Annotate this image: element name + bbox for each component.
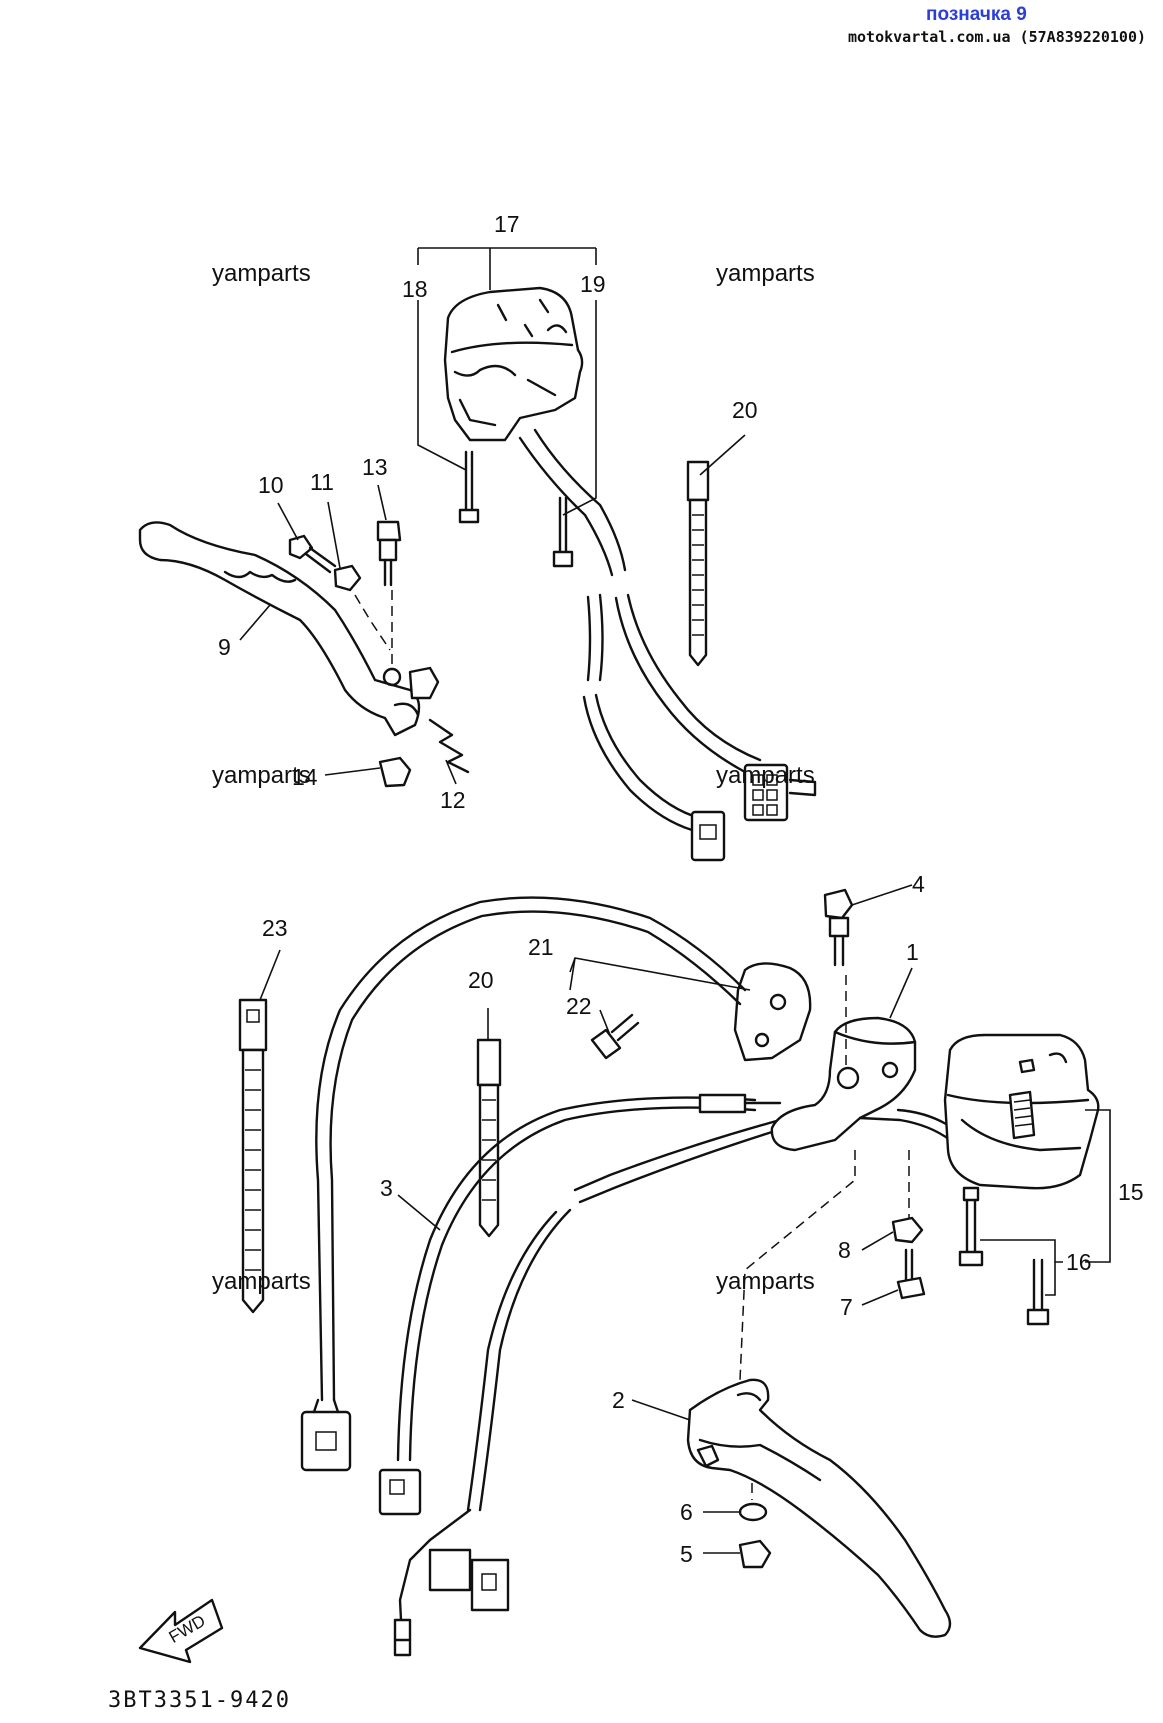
cable-tie-23 bbox=[238, 998, 268, 1314]
spring-12 bbox=[428, 718, 470, 774]
nut-11 bbox=[333, 564, 362, 592]
callout-11: 11 bbox=[310, 469, 334, 495]
switch-21 bbox=[300, 896, 812, 1472]
callout-7: 7 bbox=[840, 1294, 853, 1320]
callout-16: 16 bbox=[1066, 1249, 1092, 1275]
watermark-middle-left: yamparts bbox=[212, 762, 311, 789]
diagram-code: 3BT3351-9420 bbox=[108, 1688, 291, 1713]
callout-15: 15 bbox=[1118, 1179, 1144, 1205]
left-switch-harness bbox=[518, 428, 817, 862]
lever-holder-1 bbox=[770, 1016, 952, 1152]
callout-8: 8 bbox=[838, 1237, 851, 1263]
cable-tie-20-upper bbox=[686, 460, 710, 667]
callout-20-lower: 20 bbox=[468, 967, 494, 993]
header-subtitle: motokvartal.com.ua (57A839220100) bbox=[848, 28, 1147, 46]
bolt-4 bbox=[823, 888, 854, 967]
callout-21: 21 bbox=[528, 934, 554, 960]
screw-18 bbox=[458, 450, 480, 524]
right-handlebar-switch-15 bbox=[943, 1033, 1100, 1190]
callout-10: 10 bbox=[258, 472, 284, 498]
bolt-10 bbox=[288, 534, 337, 574]
callout-17: 17 bbox=[494, 211, 520, 237]
callout-18: 18 bbox=[402, 276, 428, 302]
callout-1: 1 bbox=[906, 939, 919, 965]
nut-8 bbox=[891, 1216, 924, 1244]
callout-14: 14 bbox=[292, 764, 318, 790]
callout-22: 22 bbox=[566, 993, 592, 1019]
callout-19: 19 bbox=[580, 271, 606, 297]
left-lever-9 bbox=[138, 521, 440, 737]
screw-16-b bbox=[1026, 1258, 1050, 1326]
watermark-top-right: yamparts bbox=[716, 260, 815, 287]
bolt-7 bbox=[896, 1248, 926, 1300]
leader-lines bbox=[239, 247, 1111, 1554]
callout-9: 9 bbox=[218, 634, 231, 660]
cap-14 bbox=[378, 756, 412, 788]
callout-2: 2 bbox=[612, 1387, 625, 1413]
callout-4: 4 bbox=[912, 871, 925, 897]
callout-5: 5 bbox=[680, 1541, 693, 1567]
watermark-middle-right: yamparts bbox=[716, 762, 815, 789]
watermark-bottom-right: yamparts bbox=[716, 1268, 815, 1295]
callout-23: 23 bbox=[262, 915, 288, 941]
right-lever-2 bbox=[686, 1378, 952, 1638]
left-handlebar-switch bbox=[443, 286, 584, 442]
bolt-13 bbox=[376, 520, 402, 587]
callout-13: 13 bbox=[362, 454, 388, 480]
right-switch-harness bbox=[393, 1118, 782, 1657]
fwd-arrow: FWD bbox=[138, 1598, 224, 1664]
callout-12: 12 bbox=[440, 787, 466, 813]
callout-6: 6 bbox=[680, 1499, 693, 1525]
watermark-top-left: yamparts bbox=[212, 260, 311, 287]
dash-left-lever-pivot bbox=[354, 594, 391, 651]
callout-20-upper: 20 bbox=[732, 397, 758, 423]
watermark-bottom-left: yamparts bbox=[212, 1268, 311, 1295]
cable-tie-20-lower bbox=[476, 1038, 502, 1238]
screw-16-a bbox=[958, 1186, 984, 1267]
washer-6 bbox=[738, 1502, 768, 1522]
callout-3: 3 bbox=[380, 1175, 393, 1201]
header-title: позначка 9 bbox=[926, 4, 1027, 25]
cable-3 bbox=[378, 1093, 782, 1516]
screw-22 bbox=[590, 1013, 640, 1060]
callout-numbers: 17 18 19 20 10 11 13 9 14 12 4 1 21 22 2… bbox=[218, 211, 1144, 1567]
nut-5 bbox=[738, 1539, 772, 1569]
dash-lever-link-a bbox=[739, 1150, 856, 1381]
screw-19 bbox=[552, 496, 574, 568]
